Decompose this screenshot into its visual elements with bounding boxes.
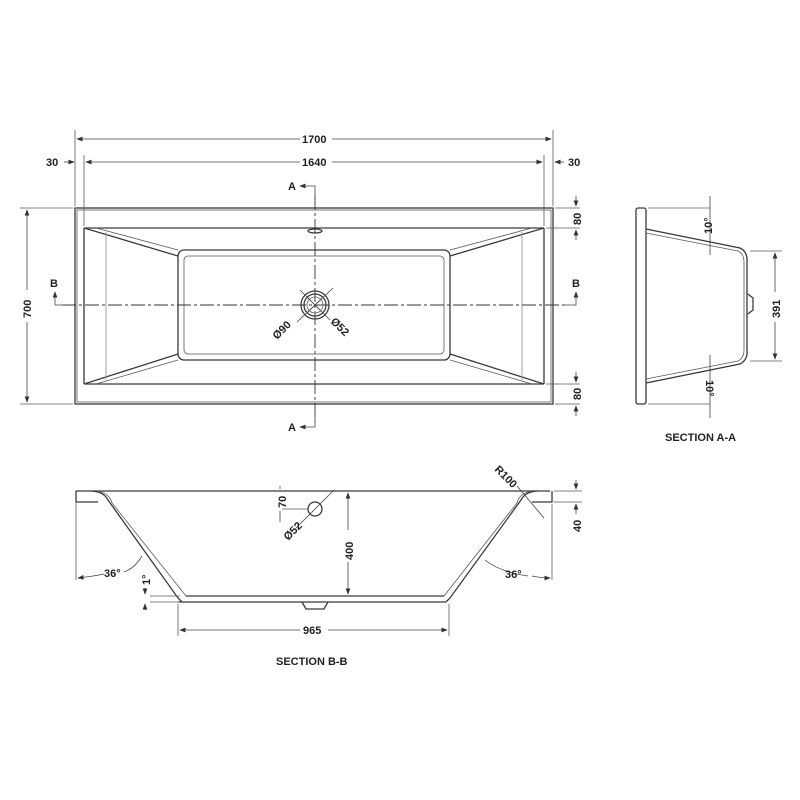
angle-b-right: 36° [505,569,522,581]
dim-waste-outer: Ø90 [271,319,294,342]
dim-rim-radius: R100 [492,464,519,491]
angle-b-left: 36° [104,568,121,580]
dim-waste-inner: Ø52 [328,316,351,339]
dim-base-length: 965 [303,625,321,637]
section-b-view: 70 Ø52 400 36° 1° 36° R100 40 965 SECTIO… [75,464,584,668]
dim-depth: 400 [344,542,356,560]
plan-view [62,196,566,422]
dim-base-width: 391 [771,300,783,318]
angle-a-bottom: 10° [703,380,715,397]
dim-overflow-offset: 70 [277,496,289,508]
angle-floor-slope: 1° [141,574,153,585]
dim-top-rim: 80 [572,213,584,225]
section-marker-a-top: A [288,181,296,193]
section-a-view: 10° 10° 391 SECTION A-A [635,196,783,444]
section-marker-a-bottom: A [288,422,296,434]
dim-left-rim: 30 [46,157,58,169]
angle-a-top: 10° [703,217,715,234]
section-marker-b-right: B [572,278,580,290]
dim-inner-length: 1640 [302,157,326,169]
dim-overall-width: 700 [22,300,34,318]
dim-right-rim: 30 [568,157,580,169]
dim-overflow-dia: Ø52 [282,520,305,543]
dim-rim-thickness: 40 [572,520,584,532]
section-b-title: SECTION B-B [276,656,348,668]
plan-dimensions: 1700 1640 30 30 700 80 80 Ø90 Ø52 [20,130,584,416]
section-a-title: SECTION A-A [665,432,736,444]
dim-bottom-rim: 80 [572,388,584,400]
section-marker-b-left: B [50,278,58,290]
section-markers: A A B B [50,181,580,434]
dim-overall-length: 1700 [302,134,326,146]
